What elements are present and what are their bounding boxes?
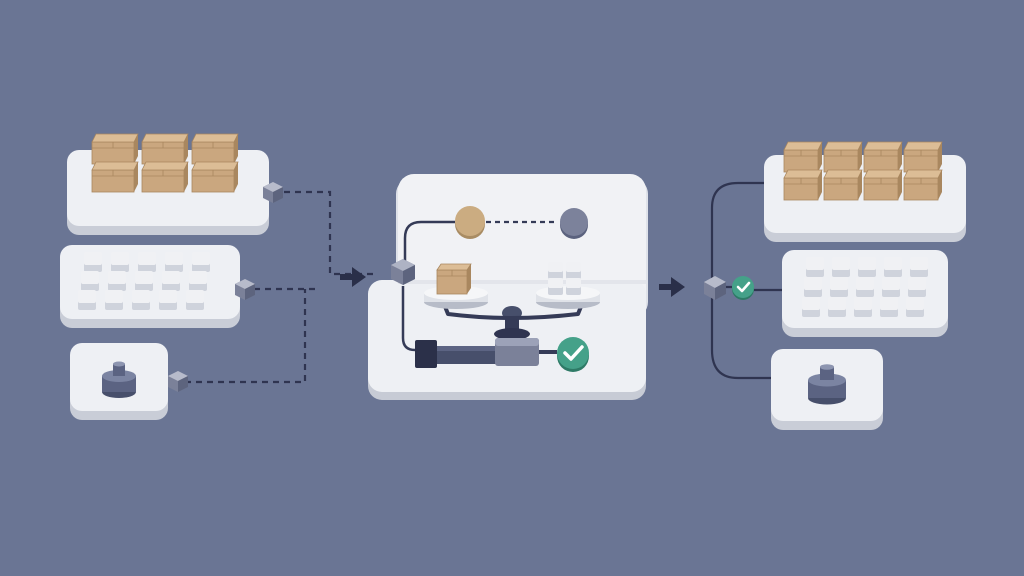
connector-cube-icon xyxy=(391,259,415,285)
small-cube xyxy=(548,278,563,295)
scale-cubes xyxy=(548,262,581,295)
cardboard-box xyxy=(436,263,472,295)
small-cube xyxy=(189,271,207,291)
small-cube xyxy=(138,252,156,272)
actuator xyxy=(415,338,557,368)
small-cube xyxy=(132,290,150,310)
check-icon xyxy=(732,276,754,300)
cardboard-box xyxy=(783,141,823,173)
small-cube xyxy=(162,271,180,291)
small-cube xyxy=(858,257,876,277)
connector-cube-icon xyxy=(704,276,726,300)
small-cube xyxy=(566,262,581,279)
input-tray-cubes xyxy=(60,245,240,328)
small-cube xyxy=(806,257,824,277)
cardboard-box xyxy=(823,169,863,201)
cardboard-box xyxy=(823,141,863,173)
small-cube xyxy=(856,277,874,297)
cardboard-box xyxy=(783,169,823,201)
small-cube xyxy=(910,257,928,277)
small-cube xyxy=(78,290,96,310)
arrow-right-icon xyxy=(659,277,685,297)
weight-icon xyxy=(808,364,846,405)
small-cube xyxy=(108,271,126,291)
small-cube xyxy=(830,277,848,297)
small-cube xyxy=(908,277,926,297)
output-tray-weight xyxy=(771,349,883,430)
small-cube xyxy=(84,252,102,272)
cardboard-box xyxy=(141,133,189,165)
small-cube xyxy=(548,262,563,279)
cube-group xyxy=(78,252,210,310)
connector-cube-icon xyxy=(168,371,188,392)
small-cube xyxy=(159,290,177,310)
small-cube xyxy=(192,252,210,272)
check-icon xyxy=(557,337,589,372)
small-cube xyxy=(81,271,99,291)
arrow-right-icon xyxy=(340,267,366,287)
connector-cube-icon xyxy=(263,182,283,203)
small-cube xyxy=(566,278,581,295)
cardboard-box xyxy=(903,169,943,201)
small-cube xyxy=(804,277,822,297)
input-connectors xyxy=(168,182,283,392)
processor-wiring xyxy=(401,220,455,352)
box-group xyxy=(783,141,943,201)
cardboard-box xyxy=(903,141,943,173)
scale-box xyxy=(436,263,472,295)
small-cube xyxy=(882,277,900,297)
grey-node xyxy=(560,208,588,239)
cube-group xyxy=(802,257,928,317)
input-tray-boxes xyxy=(67,133,269,235)
cardboard-box xyxy=(141,161,189,193)
cardboard-box xyxy=(191,161,239,193)
connector-cube-icon xyxy=(235,279,255,300)
input-connector-lines xyxy=(185,190,374,384)
gold-node xyxy=(455,206,485,239)
output-tray-cubes xyxy=(782,250,948,337)
small-cube xyxy=(165,252,183,272)
small-cube xyxy=(105,290,123,310)
small-cube xyxy=(186,290,204,310)
cardboard-box xyxy=(863,141,903,173)
small-cube xyxy=(135,271,153,291)
small-cube xyxy=(832,257,850,277)
small-cube xyxy=(828,297,846,317)
processor-panel xyxy=(368,174,648,400)
small-cube xyxy=(854,297,872,317)
input-tray-weight xyxy=(70,343,168,420)
small-cube xyxy=(884,257,902,277)
box-group xyxy=(91,133,239,193)
small-cube xyxy=(906,297,924,317)
cardboard-box xyxy=(863,169,903,201)
small-cube xyxy=(802,297,820,317)
cardboard-box xyxy=(91,133,139,165)
cardboard-box xyxy=(91,161,139,193)
output-tray-boxes xyxy=(764,141,966,242)
small-cube xyxy=(880,297,898,317)
small-cube xyxy=(111,252,129,272)
cardboard-box xyxy=(191,133,239,165)
weight-icon xyxy=(102,361,136,398)
